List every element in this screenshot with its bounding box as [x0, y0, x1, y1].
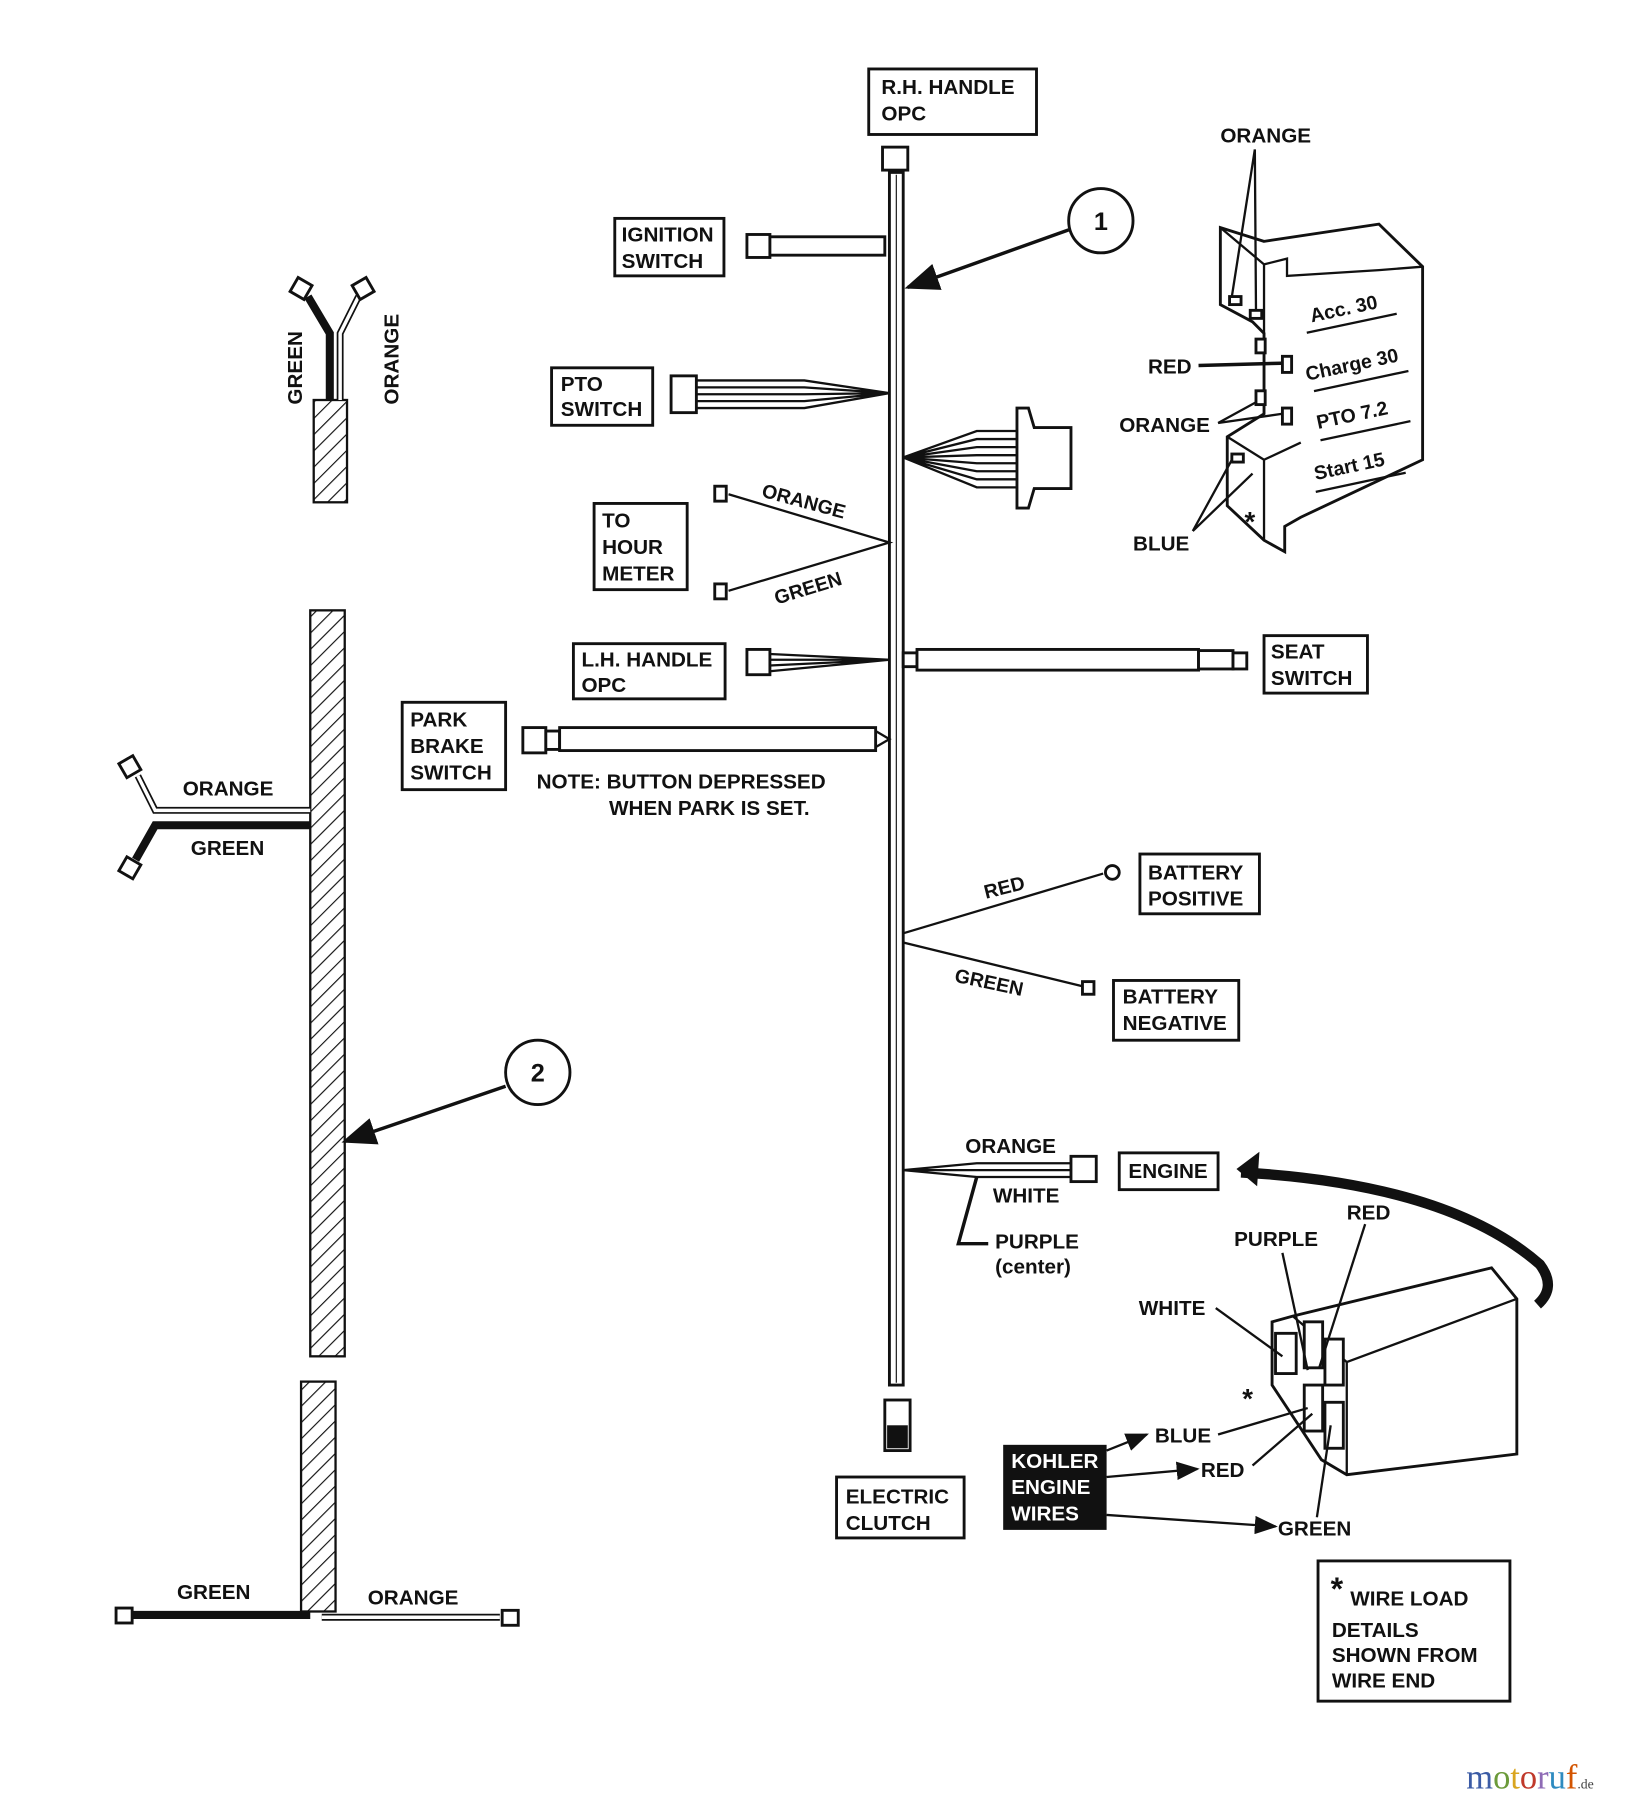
- svg-text:2: 2: [531, 1060, 545, 1088]
- motoruf-watermark-logo: motoruf.de: [1466, 1759, 1593, 1797]
- svg-text:SWITCH: SWITCH: [410, 761, 492, 784]
- svg-text:SHOWN FROM: SHOWN FROM: [1332, 1644, 1478, 1667]
- pto-switch-label: PTO SWITCH: [550, 366, 655, 427]
- svg-text:ORANGE: ORANGE: [1119, 414, 1210, 437]
- battery-wires: RED GREEN: [902, 864, 1121, 1001]
- lh-handle-label: L.H. HANDLE OPC: [571, 642, 727, 701]
- svg-text:motoruf.de: motoruf.de: [1466, 1759, 1593, 1797]
- svg-text:GREEN: GREEN: [191, 837, 265, 860]
- seat-switch-connector: [901, 647, 1249, 672]
- lh-handle-connector: [745, 647, 890, 677]
- svg-text:ENGINE: ENGINE: [1128, 1160, 1207, 1183]
- engine-lead: ORANGE WHITE PURPLE (center): [903, 1135, 1098, 1279]
- main-harness: [881, 145, 912, 1453]
- long-cable: ORANGE GREEN: [116, 609, 346, 1358]
- svg-text:PURPLE: PURPLE: [995, 1230, 1079, 1253]
- callout-1: 1: [904, 187, 1135, 290]
- svg-text:PTO: PTO: [561, 373, 603, 396]
- park-brake-label: PARK BRAKE SWITCH: [400, 700, 508, 792]
- svg-text:PARK: PARK: [410, 708, 467, 731]
- svg-text:KOHLER: KOHLER: [1011, 1450, 1098, 1473]
- svg-text:GREEN: GREEN: [1278, 1518, 1352, 1541]
- svg-text:ORANGE: ORANGE: [368, 1587, 459, 1610]
- svg-text:NEGATIVE: NEGATIVE: [1123, 1012, 1227, 1035]
- ignition-switch-label: IGNITION SWITCH: [613, 216, 726, 278]
- svg-text:PURPLE: PURPLE: [1234, 1228, 1318, 1251]
- svg-text:*: *: [1244, 506, 1255, 537]
- svg-text:METER: METER: [602, 562, 674, 585]
- callout-2: 2: [341, 1038, 572, 1145]
- svg-text:WHITE: WHITE: [993, 1184, 1060, 1207]
- pto-connector: [669, 374, 890, 415]
- svg-text:BATTERY: BATTERY: [1148, 861, 1244, 884]
- svg-text:SEAT: SEAT: [1271, 641, 1325, 664]
- svg-text:SWITCH: SWITCH: [1271, 667, 1353, 690]
- svg-text:BRAKE: BRAKE: [410, 735, 484, 758]
- hour-meter-wires: ORANGE GREEN: [713, 480, 894, 609]
- svg-text:WIRES: WIRES: [1011, 1503, 1079, 1526]
- svg-text:R.H. HANDLE: R.H. HANDLE: [881, 76, 1014, 99]
- svg-text:BLUE: BLUE: [1155, 1425, 1211, 1448]
- ignition-connector: [745, 233, 887, 259]
- seat-switch-label: SEAT SWITCH: [1262, 634, 1369, 695]
- svg-text:WHITE: WHITE: [1139, 1297, 1206, 1320]
- battery-negative-label: BATTERY NEGATIVE: [1112, 979, 1241, 1042]
- engine-plug: PURPLE RED WHITE * BLUE RED GREEN: [1139, 1151, 1554, 1541]
- svg-text:WIRE END: WIRE END: [1332, 1669, 1435, 1692]
- svg-text:SWITCH: SWITCH: [622, 250, 704, 273]
- svg-text:WIRE LOAD: WIRE LOAD: [1350, 1588, 1468, 1611]
- svg-text:1: 1: [1094, 208, 1108, 236]
- kohler-engine-wires-label: KOHLER ENGINE WIRES: [1003, 1433, 1278, 1535]
- svg-text:OPC: OPC: [581, 674, 626, 697]
- svg-text:IGNITION: IGNITION: [622, 223, 714, 246]
- svg-text:ENGINE: ENGINE: [1011, 1476, 1090, 1499]
- svg-text:WHEN PARK IS SET.: WHEN PARK IS SET.: [609, 797, 810, 820]
- svg-text:*: *: [1242, 1383, 1253, 1414]
- park-brake-note: NOTE: BUTTON DEPRESSED WHEN PARK IS SET.: [537, 771, 826, 820]
- svg-text:TO: TO: [602, 510, 630, 533]
- rh-handle-connector: [881, 145, 910, 172]
- key-switch-block: ORANGE RED ORANGE BLUE * Acc. 30 Charge …: [1119, 125, 1425, 556]
- svg-text:CLUTCH: CLUTCH: [846, 1512, 931, 1535]
- rh-handle-label: R.H. HANDLE OPC: [867, 67, 1038, 136]
- svg-text:ORANGE: ORANGE: [965, 1135, 1056, 1158]
- svg-text:RED: RED: [1201, 1459, 1245, 1482]
- svg-text:BATTERY: BATTERY: [1123, 985, 1219, 1008]
- svg-text:BLUE: BLUE: [1133, 533, 1189, 556]
- battery-positive-label: BATTERY POSITIVE: [1138, 852, 1261, 916]
- svg-text:ORANGE: ORANGE: [1220, 125, 1311, 148]
- svg-text:NOTE: BUTTON DEPRESSED: NOTE: BUTTON DEPRESSED: [537, 771, 826, 794]
- svg-text:RED: RED: [1347, 1202, 1391, 1225]
- svg-text:L.H. HANDLE: L.H. HANDLE: [581, 649, 712, 672]
- svg-text:SWITCH: SWITCH: [561, 398, 643, 421]
- svg-text:DETAILS: DETAILS: [1332, 1619, 1419, 1642]
- svg-text:ORANGE: ORANGE: [183, 777, 274, 800]
- hour-meter-label: TO HOUR METER: [592, 502, 689, 592]
- svg-text:*: *: [1331, 1571, 1344, 1607]
- svg-text:POSITIVE: POSITIVE: [1148, 888, 1243, 911]
- svg-text:GREEN: GREEN: [177, 1581, 251, 1604]
- engine-label: ENGINE: [1117, 1151, 1220, 1192]
- svg-text:ORANGE: ORANGE: [381, 314, 404, 405]
- svg-text:(center): (center): [995, 1256, 1071, 1279]
- electric-clutch-label: ELECTRIC CLUTCH: [835, 1475, 966, 1540]
- wire-load-note: * WIRE LOAD DETAILS SHOWN FROM WIRE END: [1316, 1559, 1512, 1703]
- bottom-cable: GREEN ORANGE: [114, 1380, 520, 1627]
- svg-text:RED: RED: [1148, 356, 1192, 379]
- park-brake-connector: [521, 726, 892, 755]
- short-cable: GREEN ORANGE: [284, 275, 404, 504]
- svg-text:GREEN: GREEN: [284, 331, 307, 405]
- svg-text:ELECTRIC: ELECTRIC: [846, 1485, 949, 1508]
- svg-text:HOUR: HOUR: [602, 536, 663, 559]
- svg-text:OPC: OPC: [881, 103, 926, 126]
- key-switch-connector: [902, 406, 1073, 510]
